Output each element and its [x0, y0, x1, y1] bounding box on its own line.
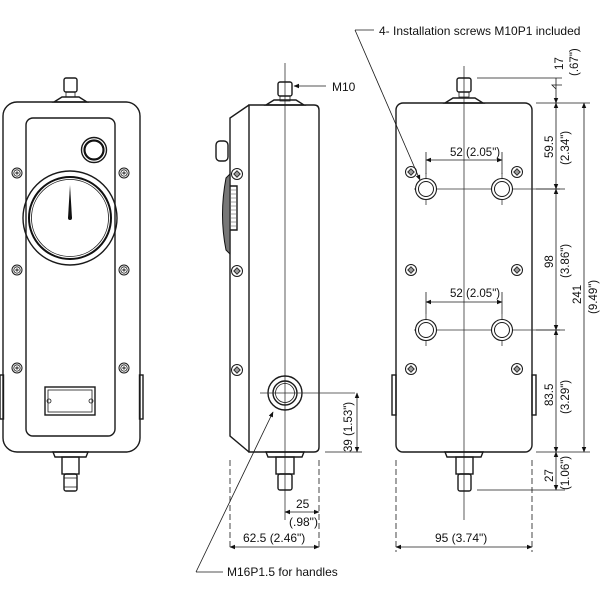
dim-25-mm: 25: [296, 497, 310, 511]
side-dial-knob: [222, 172, 231, 256]
dim-17: 17: [554, 57, 566, 70]
dim-95: 95 (3.74"): [435, 531, 487, 545]
handle-hole: [260, 375, 355, 411]
screw-icon: [11, 362, 23, 374]
side-bottom-connector: [264, 451, 306, 491]
dim-241-in: (9.49"): [588, 280, 600, 314]
screw-icon: [231, 364, 243, 376]
display-window: [44, 386, 96, 416]
front-body: [2, 101, 141, 453]
dim-59-5: 59.5: [544, 136, 556, 158]
dim-241: 241: [572, 285, 584, 304]
dim-62-5: 62.5 (2.46"): [243, 531, 305, 545]
dim-98: 98: [544, 255, 556, 268]
side-view: M10 39 (1.53") 25 (.98") 62.5 (2.46") M1…: [195, 63, 362, 579]
screw-icon: [231, 265, 243, 277]
front-panel: [25, 117, 116, 437]
screw-icon: [118, 264, 130, 276]
dim-39: 39 (1.53"): [343, 402, 355, 452]
installation-hole: [414, 318, 438, 342]
m10-label: M10: [332, 80, 356, 94]
dial-gauge: [22, 170, 118, 266]
screw-icon: [11, 167, 23, 179]
dim-25-in: (.98"): [289, 515, 318, 529]
dim-83-5: 83.5: [544, 384, 556, 406]
screw-icon: [511, 264, 523, 276]
dim-17-in: (.67"): [569, 48, 581, 76]
dim-52-bottom: 52 (2.05"): [450, 288, 500, 300]
dim-98-in: (3.86"): [560, 244, 572, 278]
screw-icon: [511, 166, 523, 178]
side-body: [248, 104, 320, 453]
dim-83-5-in: (3.29"): [560, 380, 572, 414]
installation-hole: [490, 318, 514, 342]
bottom-connector: [51, 451, 90, 492]
installation-hole: [490, 177, 514, 201]
screw-icon: [118, 362, 130, 374]
dim-27-in: (1.06"): [560, 456, 572, 490]
handles-label: M16P1.5 for handles: [227, 565, 338, 579]
dim-27: 27: [544, 469, 556, 482]
power-button: [80, 136, 108, 164]
rear-bottom-connector: [443, 451, 485, 492]
front-view: [0, 77, 144, 492]
installation-screws-label: 4- Installation screws M10P1 included: [379, 24, 580, 38]
installation-hole: [414, 177, 438, 201]
screw-icon: [11, 264, 23, 276]
dim-52-top: 52 (2.05"): [450, 147, 500, 159]
dim-59-5-in: (2.34"): [560, 131, 572, 165]
screw-icon: [231, 168, 243, 180]
screw-icon: [405, 264, 417, 276]
needle-icon: [68, 185, 72, 218]
screw-icon: [405, 363, 417, 375]
screw-icon: [511, 363, 523, 375]
rear-view: 52 (2.05") 52 (2.05") 4- Installation sc…: [354, 24, 600, 552]
screw-icon: [118, 167, 130, 179]
top-connector: [51, 77, 90, 103]
